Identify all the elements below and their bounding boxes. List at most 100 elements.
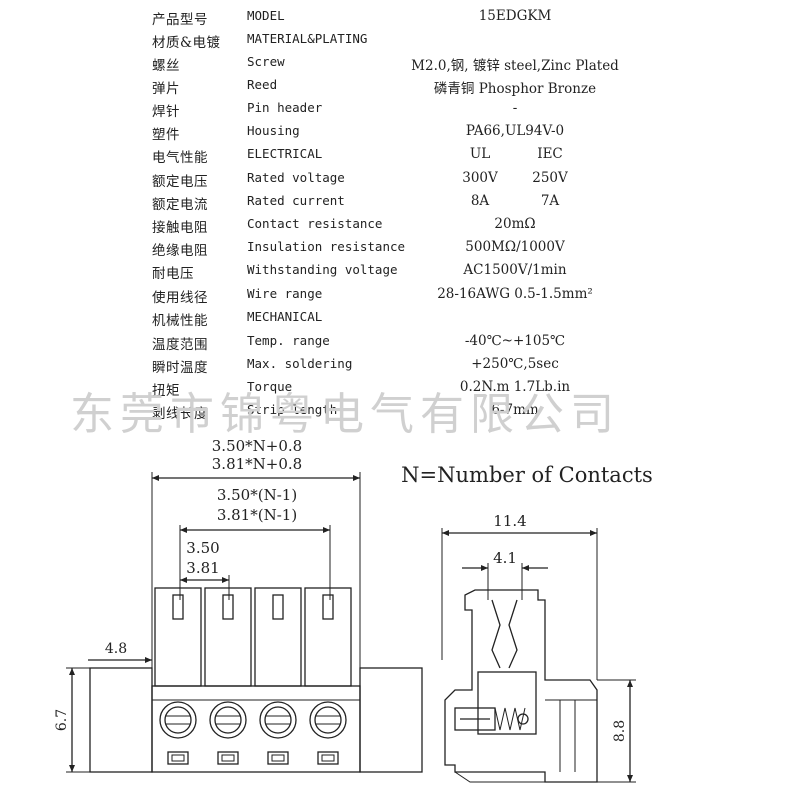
test-window <box>217 751 239 765</box>
spec-row-housing: 塑件 Housing PA66,UL94V-0 <box>0 123 800 146</box>
dim-side-width-label: 11.4 <box>493 512 526 530</box>
spec-label-cn: 使用线径 <box>152 290 208 306</box>
wire-entry-slot <box>222 594 234 620</box>
spec-value: PA66,UL94V-0 <box>465 123 565 139</box>
screw-outer <box>309 701 347 739</box>
spec-label-en: Pin header <box>247 100 323 115</box>
dim-side-inner-label: 4.1 <box>493 549 517 567</box>
spec-row-wire: 使用线径 Wire range 28-16AWG 0.5-1.5mm² <box>0 286 800 309</box>
spec-label-cn: 机械性能 <box>152 313 208 329</box>
wire-entry-block <box>304 587 352 687</box>
clamp-box <box>477 671 537 735</box>
front-view: 3.50*N+0.8 3.81*N+0.8 3.50*(N-1) 3.81*(N… <box>54 437 423 773</box>
wire-entry-block <box>154 587 202 687</box>
spec-label-cn: 弹片 <box>152 81 180 97</box>
spec-row-soldering: 瞬时温度 Max. soldering +250℃,5sec <box>0 356 800 379</box>
spec-label-cn: 塑件 <box>152 127 180 143</box>
spec-label-en: MODEL <box>247 8 285 23</box>
wire-entry-slot <box>272 594 284 620</box>
connector-body <box>151 685 361 773</box>
wire-entry-slot <box>172 594 184 620</box>
flange-right <box>359 667 423 773</box>
spec-value: 0.2N.m 1.7Lb.in <box>459 379 571 395</box>
reed-spring <box>491 599 518 669</box>
spec-value-iec: 7A <box>540 193 560 209</box>
spec-label-en: MATERIAL&PLATING <box>247 31 368 46</box>
dim-total-a-label: 3.50*N+0.8 <box>212 437 302 455</box>
spec-row-strip: 剥线长度 Strip length 6-7mm <box>0 402 800 425</box>
spec-row-withstand: 耐电压 Withstanding voltage AC1500V/1min <box>0 262 800 285</box>
dim-pitchsum-b-label: 3.81*(N-1) <box>217 506 297 524</box>
spec-value-iec: IEC <box>537 146 563 162</box>
side-view: 11.4 4.1 8.8 <box>441 512 636 783</box>
spec-value: 15EDGKM <box>478 8 552 24</box>
dim-pitch-a-label: 3.50 <box>186 539 219 557</box>
spec-row-contact: 接触电阻 Contact resistance 20mΩ <box>0 216 800 239</box>
spec-value-ul: 300V <box>462 170 498 186</box>
screw-outer <box>209 701 247 739</box>
spec-label-cn: 材质&电镀 <box>152 35 221 51</box>
dim-pitch-b-label: 3.81 <box>186 559 219 577</box>
spec-label-en: ELECTRICAL <box>247 146 323 161</box>
spec-label-en: Rated voltage <box>247 170 345 185</box>
bottom-wedge <box>454 771 545 783</box>
test-window <box>267 751 289 765</box>
screw-head <box>214 706 242 734</box>
dim-side-height-label: 8.8 <box>612 720 628 742</box>
spec-value: 28-16AWG 0.5-1.5mm² <box>437 286 593 302</box>
spec-label-en: Reed <box>247 77 278 92</box>
spec-label-cn: 电气性能 <box>152 150 208 166</box>
company-watermark: 东莞市锦粤电气有限公司 <box>70 389 620 440</box>
spec-row-reed: 弹片 Reed 磷青铜 Phosphor Bronze <box>0 77 800 100</box>
spec-row-electrical: 电气性能 ELECTRICAL UL IEC <box>0 146 800 169</box>
spec-row-torque: 扭矩 Torque 0.2N.m 1.7Lb.in <box>0 379 800 402</box>
front-contacts <box>154 587 352 765</box>
spec-value: - <box>512 100 518 116</box>
spec-value-ul: UL <box>469 146 491 162</box>
spec-label-cn: 额定电压 <box>152 174 208 190</box>
spec-label-cn: 额定电流 <box>152 197 208 213</box>
spec-label-en: Torque <box>247 379 293 394</box>
spec-value-ul: 8A <box>470 193 490 209</box>
spec-label-en: Housing <box>247 123 300 138</box>
side-housing-outline <box>444 589 598 783</box>
test-window-inner <box>271 754 285 762</box>
spec-value: AC1500V/1min <box>463 262 567 278</box>
spec-row-voltage: 额定电压 Rated voltage 300V 250V <box>0 170 800 193</box>
spec-label-en: Rated current <box>247 193 345 208</box>
test-window <box>317 751 339 765</box>
wire-entry-block <box>254 587 302 687</box>
spec-value-iec: 250V <box>532 170 568 186</box>
spec-label-en: Contact resistance <box>247 216 383 231</box>
wire-entry-slot <box>322 594 334 620</box>
spec-row-pin: 焊针 Pin header - <box>0 100 800 123</box>
spec-label-en: Strip length <box>247 402 338 417</box>
spec-label-cn: 螺丝 <box>152 58 180 74</box>
dim-height-left-label: 6.7 <box>54 709 70 731</box>
spec-label-cn: 产品型号 <box>152 12 208 28</box>
spec-label-cn: 焊针 <box>152 104 180 120</box>
spec-label-cn: 接触电阻 <box>152 220 208 236</box>
spec-value: 6-7mm <box>491 402 539 418</box>
spec-label-en: Wire range <box>247 286 323 301</box>
spec-label-en: Insulation resistance <box>247 239 406 254</box>
spec-row-mechanical: 机械性能 MECHANICAL <box>0 309 800 332</box>
test-window-inner <box>221 754 235 762</box>
spec-label-cn: 耐电压 <box>152 266 194 282</box>
spec-label-en: Max. soldering <box>247 356 353 371</box>
spec-label-cn: 温度范围 <box>152 337 208 353</box>
spec-row-insulation: 绝缘电阻 Insulation resistance 500MΩ/1000V <box>0 239 800 262</box>
test-window <box>167 751 189 765</box>
contacts-note: N=Number of Contacts <box>401 463 653 487</box>
screw-outer <box>259 701 297 739</box>
test-window-inner <box>321 754 335 762</box>
spec-label-cn: 剥线长度 <box>152 406 208 422</box>
screw-head <box>164 706 192 734</box>
screw-head <box>314 706 342 734</box>
spec-row-model: 产品型号 MODEL 15EDGKM <box>0 8 800 31</box>
spec-value: +250℃,5sec <box>471 356 559 372</box>
dim-total-b-label: 3.81*N+0.8 <box>212 455 302 473</box>
screw-tip <box>517 713 529 725</box>
spec-value: 20mΩ <box>494 216 536 232</box>
